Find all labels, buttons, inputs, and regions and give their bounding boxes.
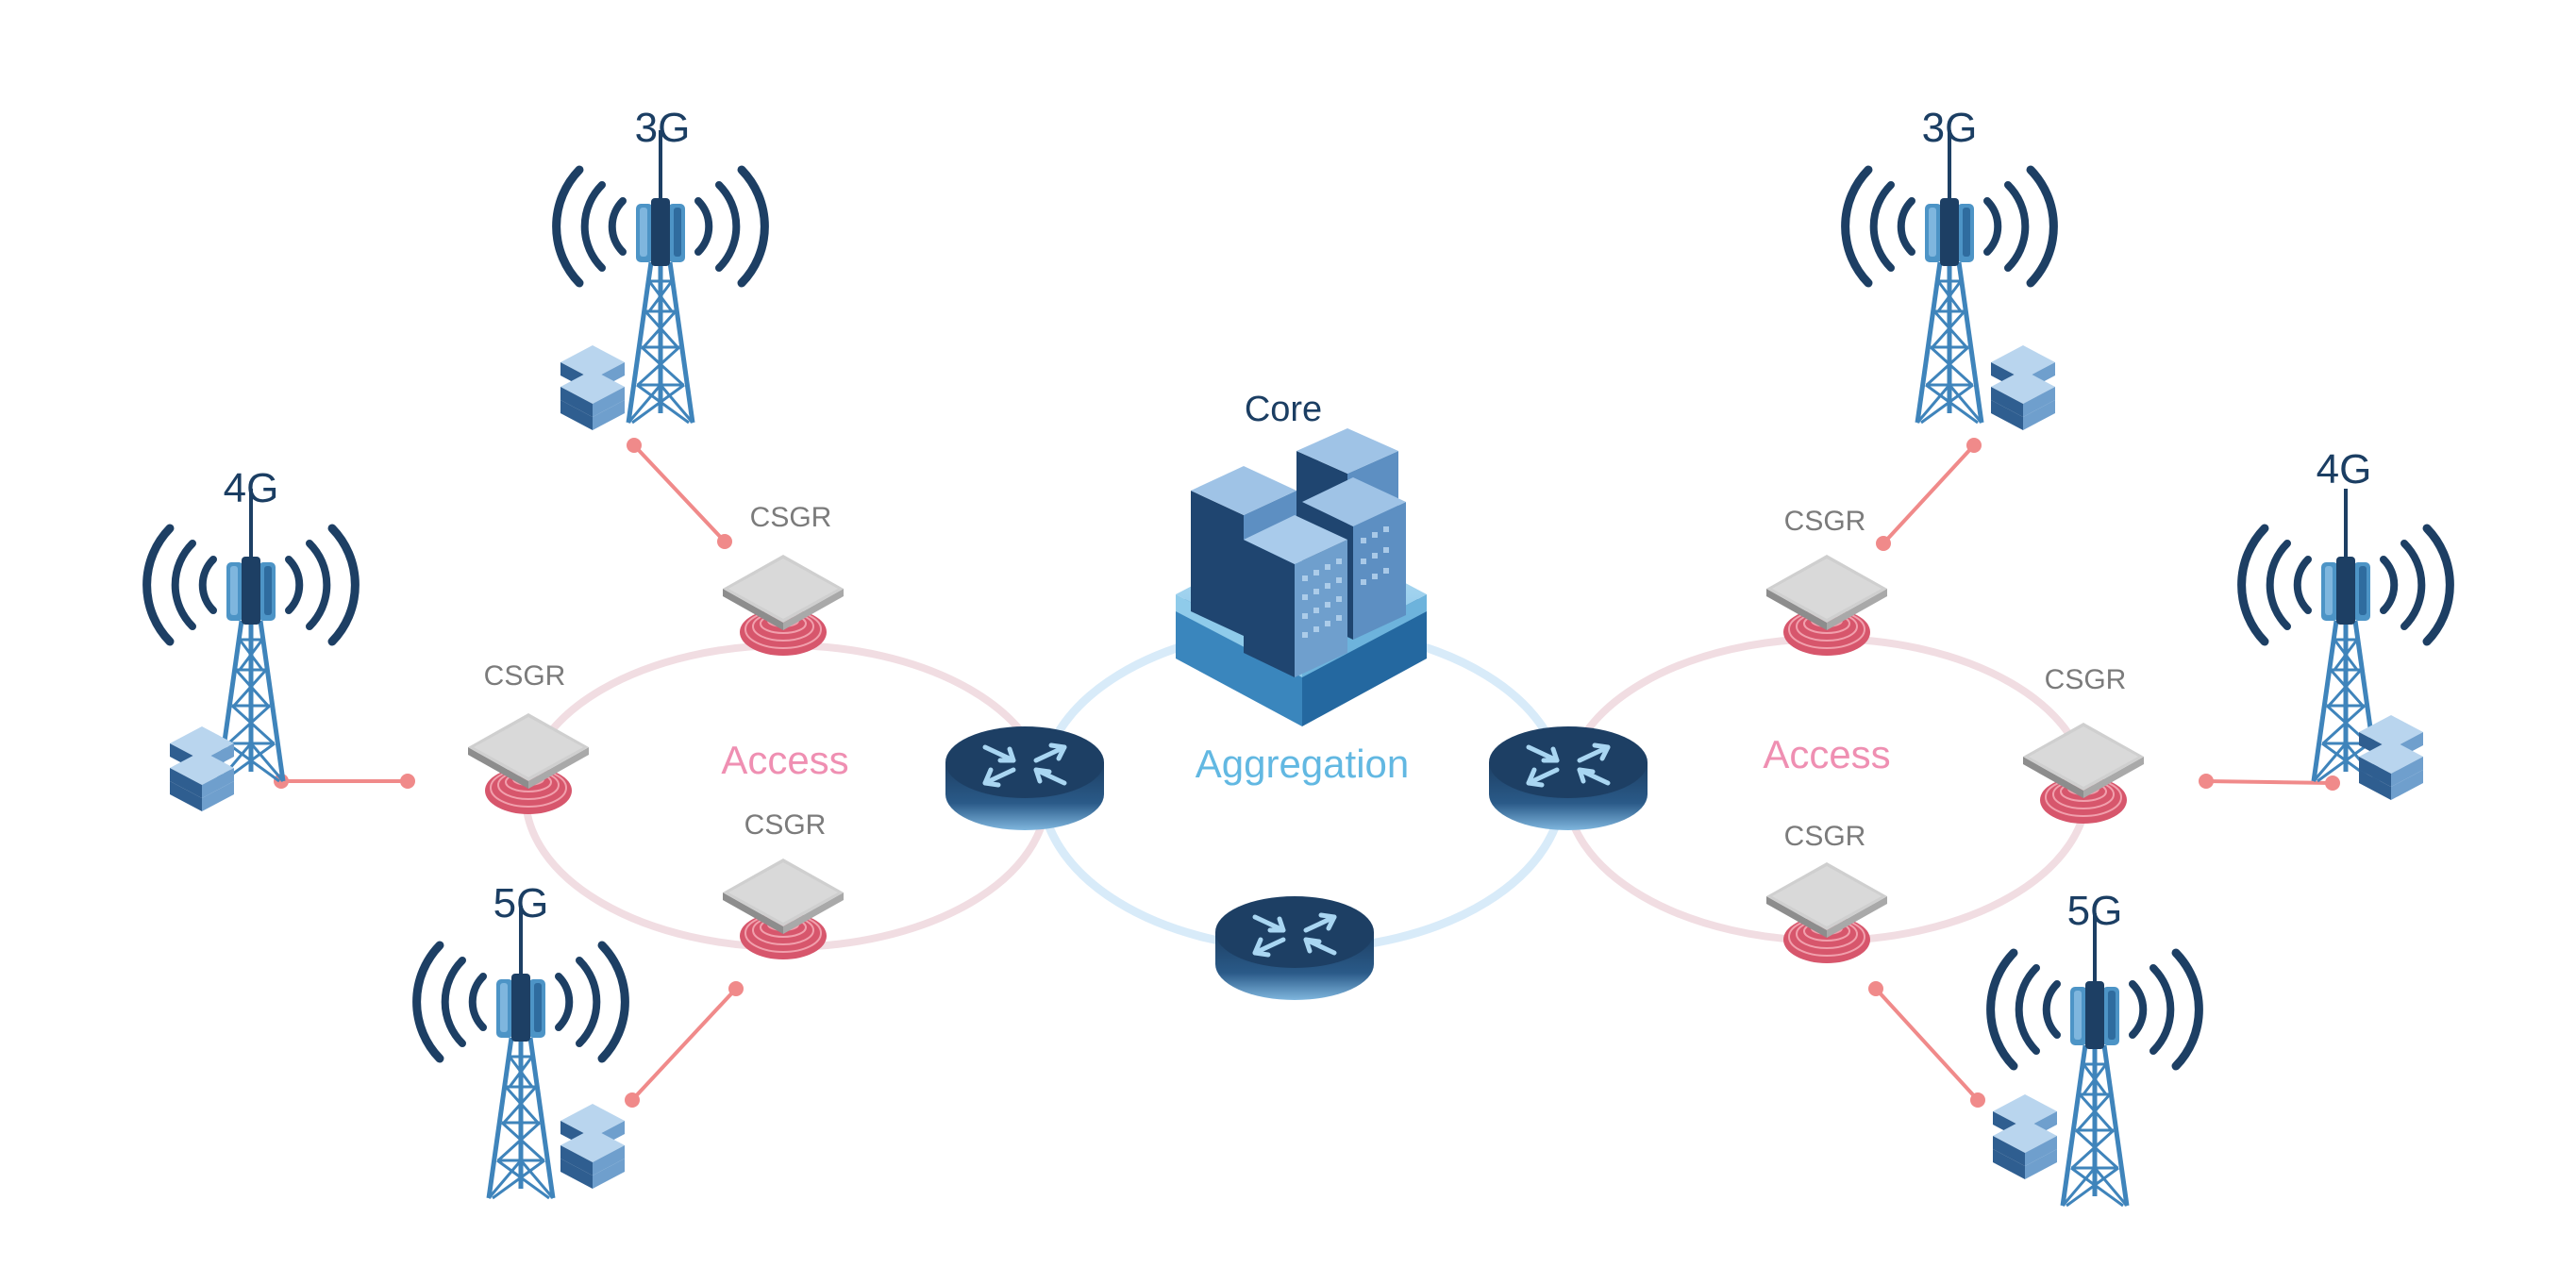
server-cluster-icon bbox=[1176, 428, 1427, 726]
csgr-icon bbox=[2022, 722, 2145, 825]
link-5g-right bbox=[1868, 981, 1985, 1108]
tower-label: 5G bbox=[2067, 888, 2123, 934]
link-4g-right bbox=[2199, 774, 2340, 791]
csgr-label: CSGR bbox=[750, 502, 832, 533]
link-4g-left bbox=[274, 774, 415, 789]
tower-label: 3G bbox=[635, 105, 691, 151]
tower-4g-right: 4G bbox=[2242, 446, 2451, 800]
router-bottom bbox=[1215, 896, 1374, 1000]
csgr-label: CSGR bbox=[744, 809, 827, 841]
router-right bbox=[1489, 726, 1648, 830]
link-3g-right bbox=[1876, 438, 1982, 551]
link-5g-left bbox=[625, 981, 744, 1108]
tower-label: 3G bbox=[1922, 105, 1978, 151]
router-icon bbox=[1489, 726, 1648, 830]
baseband-unit-icon bbox=[1991, 345, 2055, 430]
aggregation-label: Aggregation bbox=[1196, 742, 1410, 786]
csgr-node-left-top: CSGR bbox=[722, 502, 845, 657]
tower-3g-right: 3G bbox=[1846, 105, 2055, 430]
csgr-label: CSGR bbox=[1784, 506, 1866, 537]
baseband-unit-icon bbox=[560, 1104, 625, 1189]
access-label-left: Access bbox=[721, 738, 848, 782]
router-icon bbox=[945, 726, 1104, 830]
csgr-node-left-bottom: CSGR bbox=[722, 809, 845, 960]
csgr-icon bbox=[1765, 861, 1888, 964]
baseband-unit-icon bbox=[2359, 715, 2423, 800]
csgr-label: CSGR bbox=[484, 660, 566, 692]
tower-label: 4G bbox=[2317, 446, 2372, 492]
tower-5g-left: 5G bbox=[417, 880, 626, 1198]
baseband-unit-icon bbox=[1993, 1094, 2057, 1179]
tower-4g-left: 4G bbox=[147, 465, 356, 811]
csgr-node-right-top: CSGR bbox=[1765, 506, 1888, 657]
link-3g-left bbox=[627, 438, 732, 549]
tower-5g-right: 5G bbox=[1991, 888, 2200, 1206]
router-icon bbox=[1215, 896, 1374, 1000]
csgr-node-right-mid: CSGR bbox=[2022, 664, 2145, 825]
access-label-right: Access bbox=[1763, 732, 1890, 776]
tower-label: 4G bbox=[224, 465, 279, 511]
baseband-unit-icon bbox=[170, 726, 234, 811]
access-links bbox=[274, 438, 2340, 1108]
baseband-unit-icon bbox=[560, 345, 625, 430]
csgr-label: CSGR bbox=[2045, 664, 2127, 695]
csgr-icon bbox=[722, 554, 845, 657]
core-label: Core bbox=[1245, 390, 1322, 429]
csgr-icon bbox=[467, 712, 590, 815]
tower-3g-left: 3G bbox=[557, 105, 765, 430]
csgr-node-right-bottom: CSGR bbox=[1765, 821, 1888, 964]
csgr-node-left-mid: CSGR bbox=[467, 660, 590, 815]
router-left bbox=[945, 726, 1104, 830]
cell-tower-icon bbox=[147, 489, 356, 781]
csgr-label: CSGR bbox=[1784, 821, 1866, 852]
tower-label: 5G bbox=[493, 880, 549, 926]
